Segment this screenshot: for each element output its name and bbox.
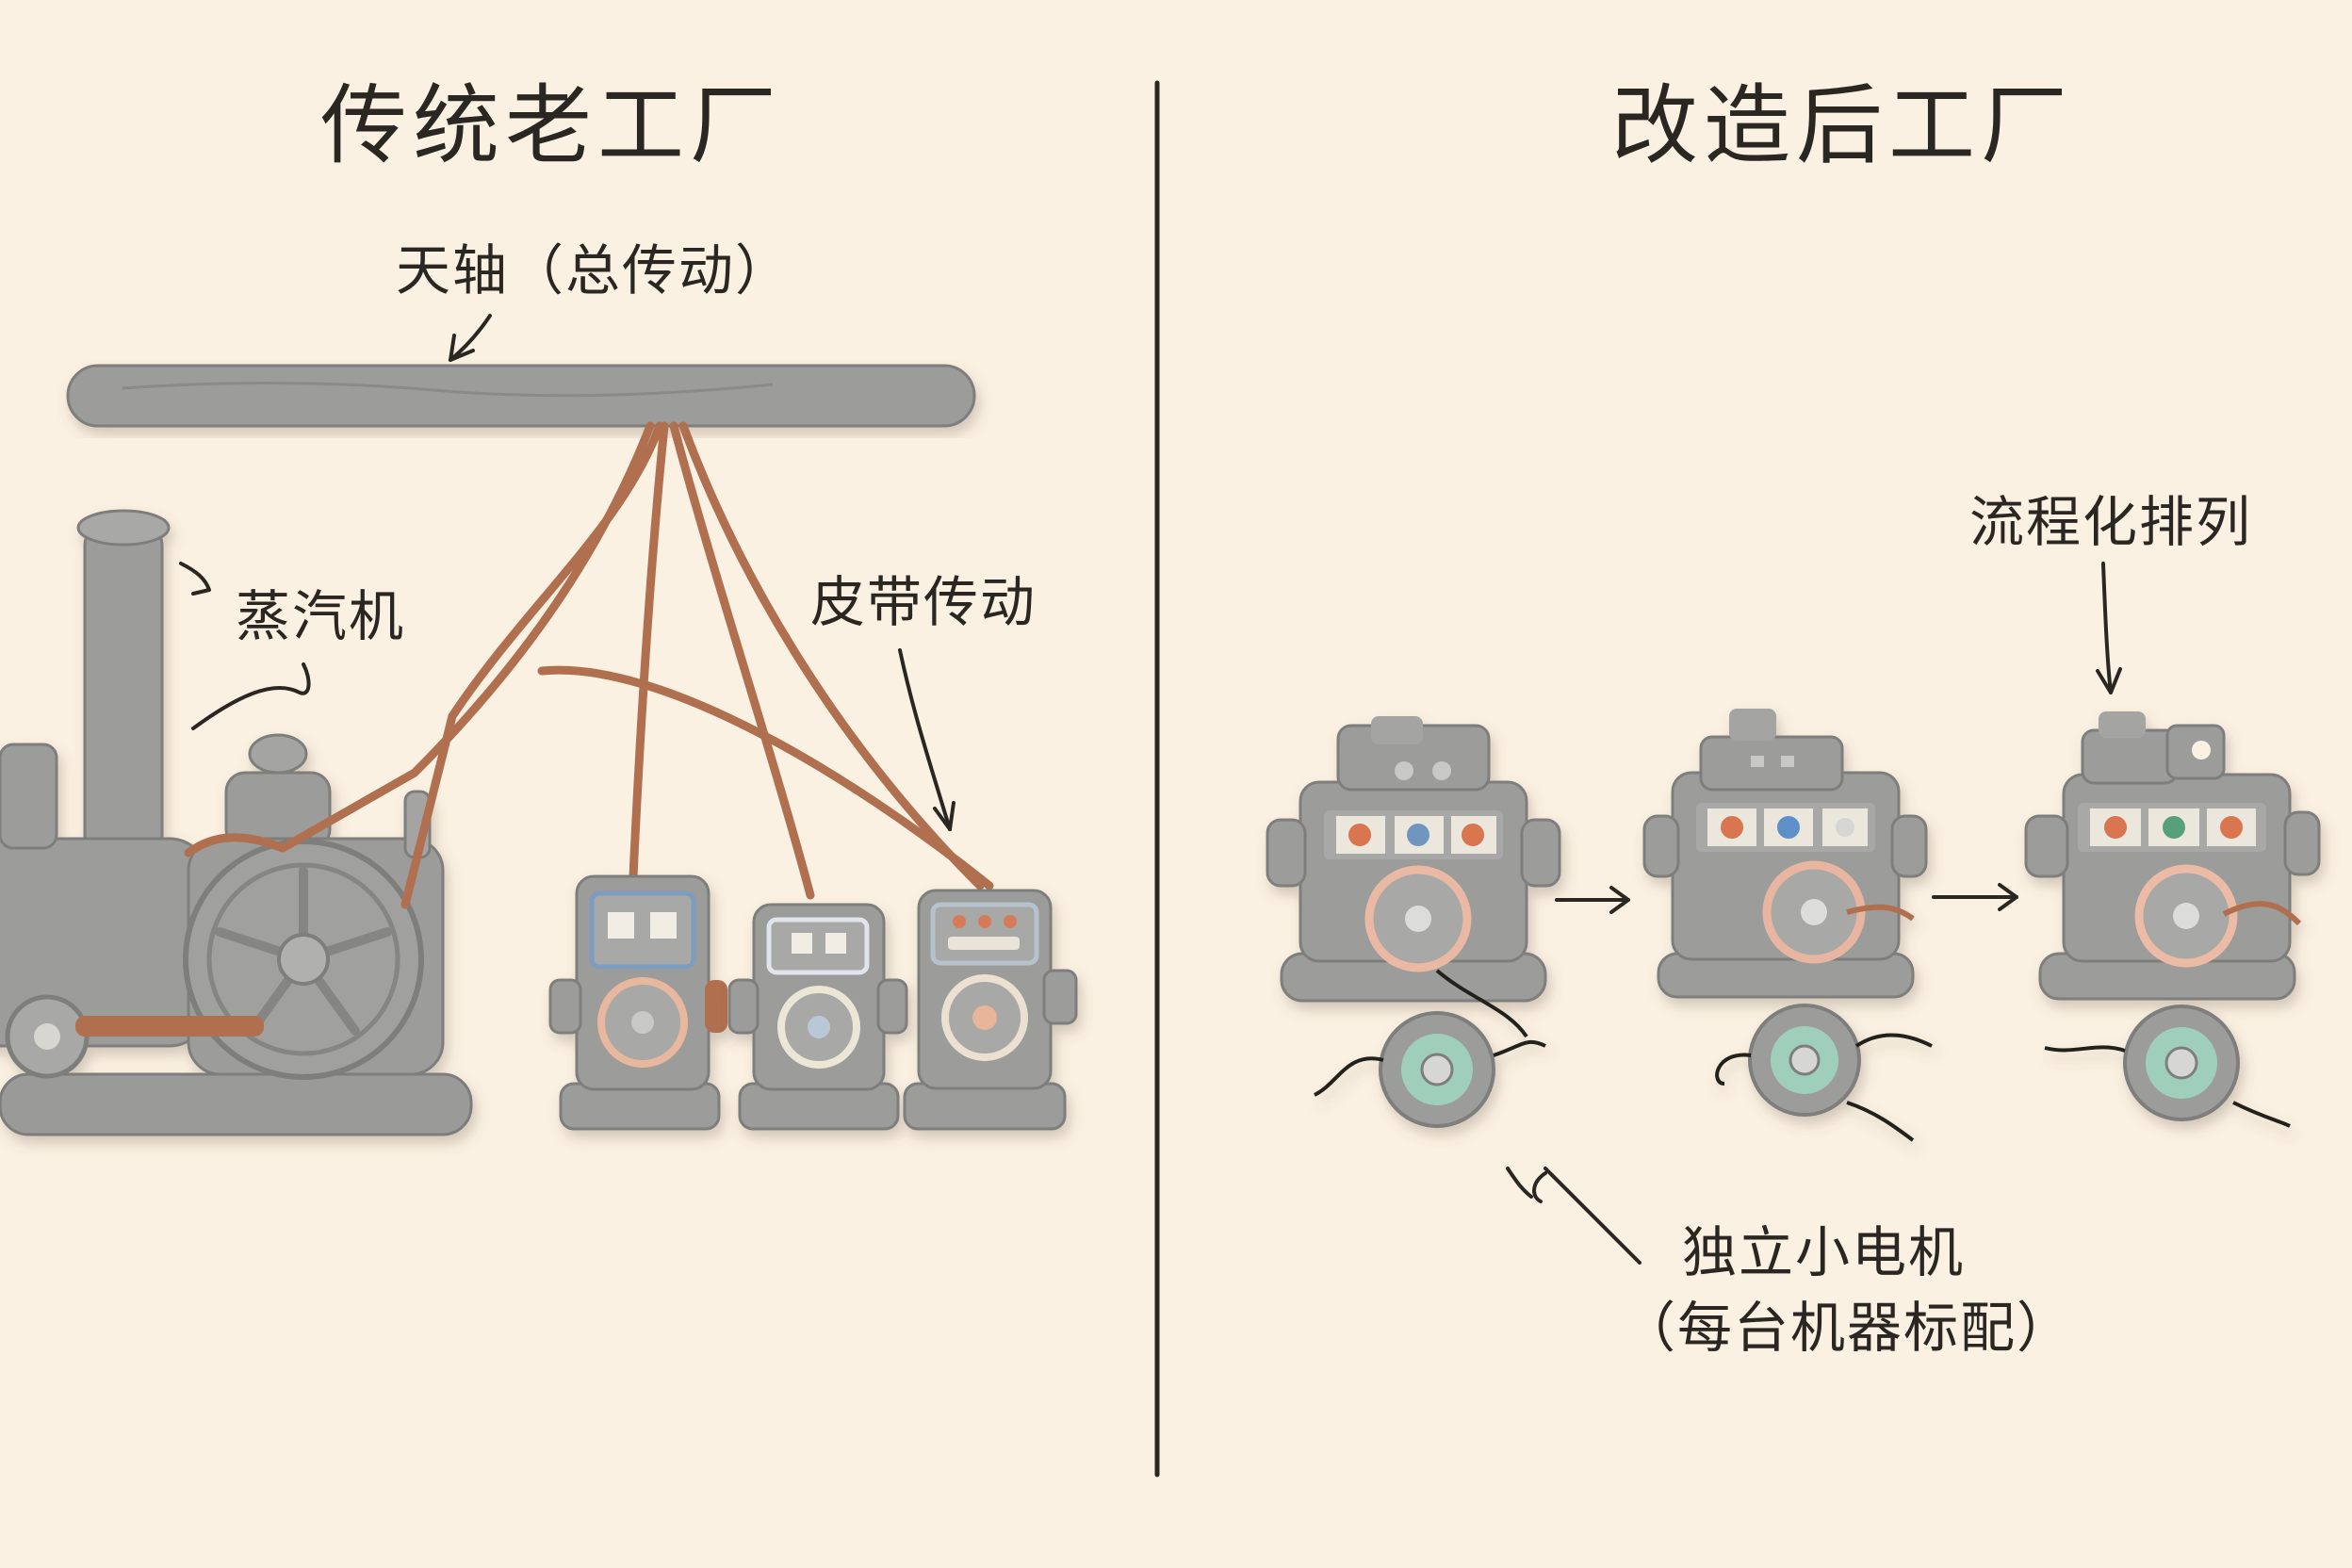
belt-drive-label: 皮带传动 [810, 570, 1037, 634]
left-panel-title: 传统老工厂 [320, 75, 783, 176]
steam-engine-label: 蒸汽机 [236, 584, 406, 648]
new-machine-1 [1266, 716, 1561, 1128]
old-machine-1 [548, 874, 727, 1131]
new-machine-3 [2024, 711, 2321, 1128]
flow-layout-label: 流程化排列 [1969, 490, 2253, 554]
motor-label-line1: 独立小电机 [1682, 1220, 1966, 1284]
old-machine-3 [903, 889, 1078, 1131]
annotation-arrows-left [179, 314, 956, 831]
new-machine-2 [1642, 709, 1933, 1142]
steam-engine [0, 509, 473, 1136]
belts [184, 421, 994, 909]
right-panel-title: 改造后工厂 [1611, 75, 2074, 176]
motor-label-line2: （每台机器标配） [1621, 1296, 2074, 1360]
annotation-arrows-right [1506, 562, 2122, 1265]
line-shaft-label: 天轴（总传动） [396, 238, 792, 302]
line-shaft [66, 364, 976, 428]
old-machine-2 [727, 903, 908, 1131]
